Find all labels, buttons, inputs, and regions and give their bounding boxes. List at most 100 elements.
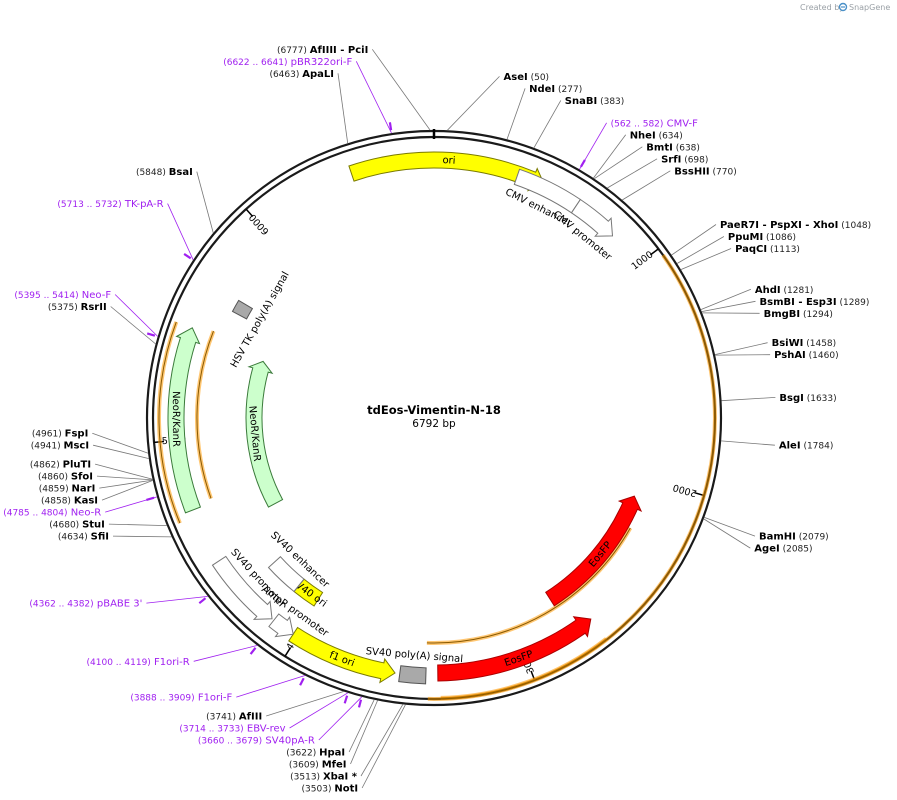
primer-binding-mark: [183, 252, 192, 260]
enzyme-leader-line: [337, 73, 349, 144]
enzyme-leader-line: [621, 170, 671, 201]
enzyme-label: (6463) ApaLI: [269, 69, 334, 80]
enzyme-leader-line: [94, 463, 153, 480]
enzyme-leader-line: [93, 444, 149, 459]
enzyme-label: (5848) BsaI: [136, 167, 193, 178]
enzyme-label: AgeI (2085): [754, 544, 812, 555]
enzyme-label: (3503) NotI: [302, 784, 359, 795]
feature-f1-ori: [288, 626, 396, 684]
enzyme-label: (4860) SfoI: [38, 472, 93, 483]
enzyme-leader-line: [350, 700, 378, 765]
tick-marks: 100020003000400050006000: [154, 208, 705, 681]
enzyme-leader-line: [447, 76, 500, 131]
feature-label: NeoR/KanR: [246, 405, 262, 462]
enzyme-label: BsgI (1633): [779, 393, 836, 404]
primer-label: (3714 .. 3733) EBV-rev: [179, 724, 285, 735]
primer-binding-mark: [146, 496, 155, 501]
enzyme-label: SnaBI (383): [565, 96, 625, 107]
enzyme-label: AleI (1784): [779, 441, 833, 452]
enzyme-label: BsmBI - Esp3I (1289): [760, 297, 870, 308]
orf-arc-line: [427, 254, 716, 700]
enzyme-leader-line: [110, 306, 156, 345]
enzyme-label: BmtI (638): [646, 142, 700, 153]
primer-binding-mark: [249, 647, 257, 655]
enzyme-leader-line: [99, 479, 153, 489]
enzyme-label: (4961) FspI: [32, 429, 88, 440]
enzyme-label: (4634) SfiI: [58, 532, 109, 543]
enzyme-label: (3513) XbaI *: [290, 772, 358, 783]
enzyme-label: SrfI (698): [661, 154, 708, 165]
primer-binding-mark: [343, 695, 349, 704]
feature-label: HSV TK poly(A) signal: [229, 270, 292, 370]
primer-binding-mark: [198, 597, 207, 605]
enzyme-label: BamHI (2079): [759, 532, 829, 543]
enzyme-label: (4858) KasI: [41, 496, 98, 507]
enzyme-leader-line: [607, 158, 658, 189]
primer-binding-mark: [357, 699, 363, 708]
primer-leader-line: [114, 294, 159, 337]
enzyme-leader-line: [108, 523, 167, 526]
enzyme-leader-line: [680, 248, 732, 270]
brand-name: SnapGene: [849, 3, 890, 12]
primer-leader-line: [236, 675, 306, 698]
enzyme-leader-line: [704, 517, 756, 537]
position-tick: [649, 248, 659, 256]
enzyme-label: AhdI (1281): [755, 285, 814, 296]
feature-neor-kanr: [245, 360, 284, 508]
primer-binding-mark: [579, 159, 586, 168]
feature-label: ori: [442, 155, 456, 167]
snapgene-logo-icon: [838, 2, 848, 12]
enzyme-label: NheI (634): [630, 130, 683, 141]
enzyme-leader-line: [533, 100, 562, 149]
primer-label: (6622 .. 6641) pBR322ori-F: [223, 57, 352, 68]
enzyme-label: (3609) MfeI: [289, 760, 347, 771]
primer-leader-line: [167, 203, 194, 261]
primer-leader-line: [289, 692, 349, 729]
enzyme-leader-line: [101, 480, 153, 501]
primer-binding-mark: [388, 122, 393, 131]
enzyme-leader-line: [714, 342, 768, 355]
orf-arcs: [156, 254, 717, 701]
enzyme-leader-line: [112, 535, 172, 538]
enzyme-label: PaeR7I - PspXI - XhoI (1048): [720, 220, 871, 231]
primer-labels: (562 .. 582) CMV-F(6622 .. 6641) pBR322o…: [3, 57, 698, 747]
plasmid-size: 6792 bp: [412, 418, 456, 430]
enzyme-label: BmgBI (1294): [764, 309, 833, 320]
enzyme-label: (4680) StuI: [49, 520, 105, 531]
primer-label: (4362 .. 4382) pBABE 3': [29, 599, 142, 610]
primer-leader-line: [355, 61, 392, 134]
brand-prefix: Created by: [800, 3, 844, 12]
enzyme-leader-line: [701, 300, 756, 312]
enzyme-label: (4859) NarI: [39, 484, 96, 495]
enzyme-leader-line: [196, 171, 214, 234]
feature-hsv-tk-poly-a-signal: [231, 299, 254, 320]
enzyme-leader-line: [700, 288, 752, 310]
enzyme-leader-line: [594, 146, 643, 180]
enzyme-leader-line: [676, 236, 725, 264]
enzyme-leader-line: [92, 432, 149, 454]
orf-arc-line: [158, 321, 181, 524]
enzyme-label: AseI (50): [504, 72, 550, 83]
feature-label: NeoR/KanR: [170, 391, 181, 447]
feature-sv40-poly-a-signal: [398, 665, 427, 685]
primer-binding-mark: [146, 332, 156, 337]
feature-eosfp: [545, 495, 643, 607]
primer-leader-line: [318, 696, 363, 741]
enzyme-label: PpuMI (1086): [728, 232, 796, 243]
feature-ampr-promoter: [268, 613, 294, 638]
enzyme-label: (4862) PluTI: [30, 460, 91, 471]
primer-leader-line: [146, 596, 208, 604]
primer-label: (4785 .. 4804) Neo-R: [3, 508, 101, 519]
primer-label: (4100 .. 4119) F1ori-R: [87, 657, 190, 668]
position-tick: [284, 647, 291, 657]
enzyme-leader-line: [721, 440, 775, 446]
enzyme-leader-line: [361, 704, 406, 789]
enzyme-label: PaqCI (1113): [735, 244, 800, 255]
feature-sv40-enhancer: [267, 555, 305, 593]
enzyme-labels: AseI (50)NdeI (277)SnaBI (383)NheI (634)…: [30, 45, 871, 795]
feature-eosfp: [437, 616, 592, 682]
primer-binding-mark: [299, 677, 305, 686]
feature-sv40-promoter: [211, 555, 273, 620]
